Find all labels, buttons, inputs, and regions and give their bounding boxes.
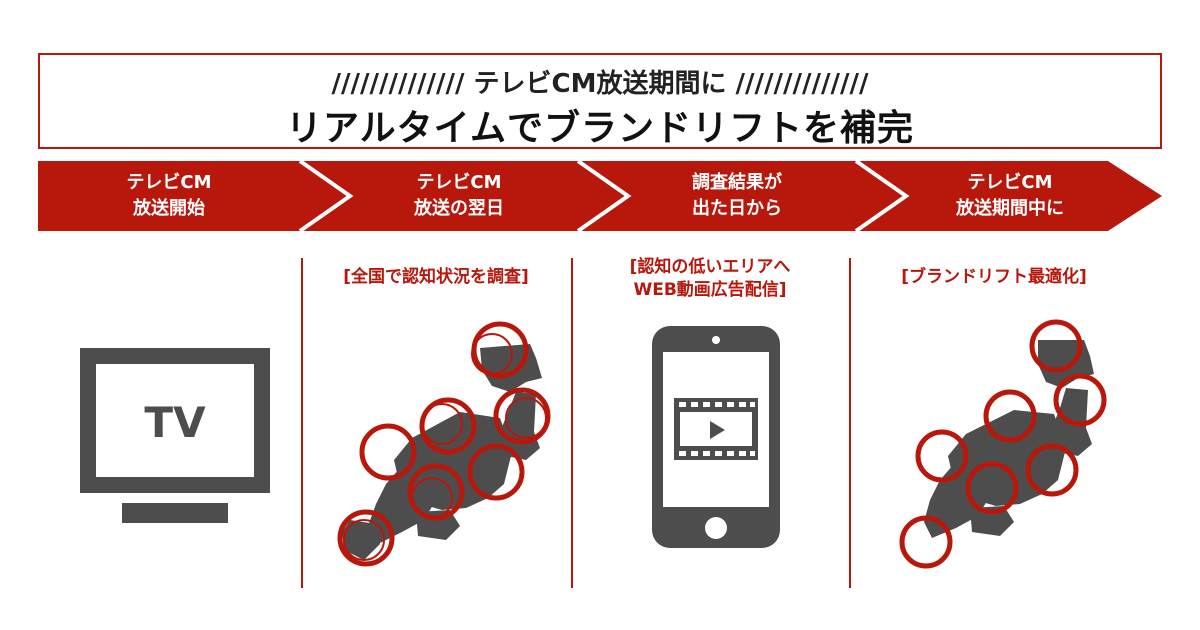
web-caption: [認知の低いエリアへ WEB動画広告配信] — [571, 256, 849, 302]
survey-circles — [337, 321, 551, 567]
step-4-line1: テレビCM — [967, 172, 1053, 193]
step-1-line2: 放送開始 — [133, 198, 205, 219]
panel-divider-2 — [571, 258, 573, 588]
step-1: テレビCM 放送開始 — [38, 161, 300, 231]
japan-map-survey — [330, 320, 560, 579]
tv-icon: TV — [80, 348, 270, 527]
panel-divider-1 — [301, 258, 303, 588]
web-caption-line1: [認知の低いエリアへ — [629, 257, 791, 277]
tv-screen-text: TV — [144, 398, 206, 447]
step-3-line2: 出た日から — [692, 198, 782, 219]
step-2-line2: 放送の翌日 — [414, 198, 504, 219]
step-2-line1: テレビCM — [416, 172, 502, 193]
arrow-bar-graphic — [38, 161, 1162, 231]
step-4: テレビCM 放送期間中に — [884, 161, 1136, 231]
header-box: ////////////// テレビCM放送期間に //////////////… — [38, 53, 1162, 149]
step-4-line2: 放送期間中に — [956, 198, 1064, 219]
web-caption-line2: WEB動画広告配信] — [633, 280, 787, 300]
step-2: テレビCM 放送の翌日 — [328, 161, 590, 231]
japan-map-optimize — [898, 318, 1118, 580]
optimize-circles — [899, 319, 1107, 569]
header-subtitle: ////////////// テレビCM放送期間に ////////////// — [331, 69, 869, 99]
panel-divider-3 — [849, 258, 851, 588]
process-arrow-bar: テレビCM 放送開始 テレビCM 放送の翌日 調査結果が 出た日から テレビCM… — [38, 161, 1162, 231]
optimize-caption: [ブランドリフト最適化] — [901, 267, 1087, 287]
smartphone-icon — [652, 326, 780, 552]
survey-caption: [全国で認知状況を調査] — [343, 267, 529, 287]
play-icon — [710, 421, 725, 439]
video-film-icon — [674, 398, 758, 460]
step-3-line1: 調査結果が — [692, 172, 782, 193]
step-3: 調査結果が 出た日から — [606, 161, 868, 231]
step-1-line1: テレビCM — [126, 172, 212, 193]
header-title: リアルタイムでブランドリフトを補完 — [286, 108, 914, 149]
